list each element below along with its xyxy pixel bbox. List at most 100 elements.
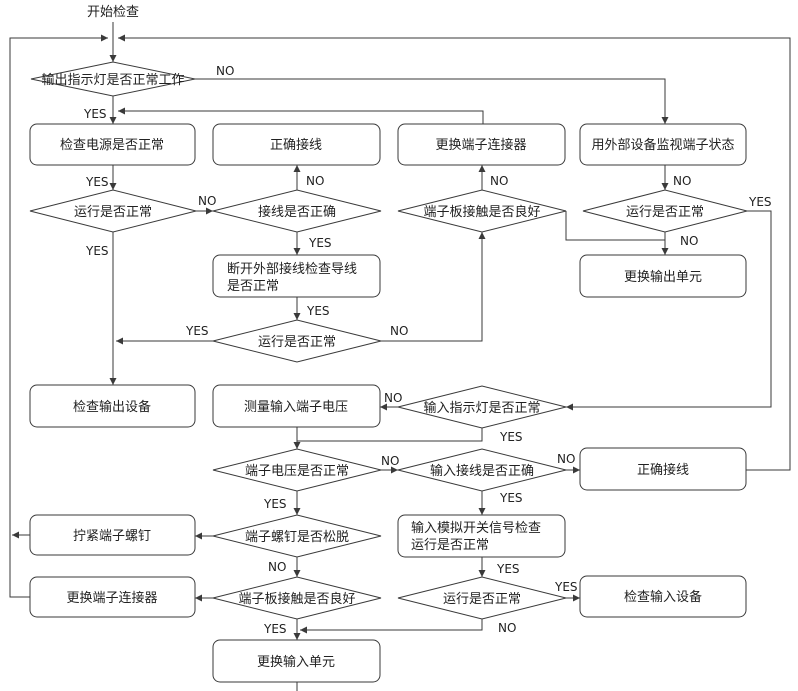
process-input-switch-signal-check: 输入模拟开关信号检查 运行是否正常 bbox=[397, 514, 566, 558]
connector-right-loop bbox=[118, 34, 791, 471]
process-label: 用外部设备监视端子状态 bbox=[591, 137, 734, 153]
process-label-line-1: 输入模拟开关信号检查 bbox=[411, 520, 541, 536]
connectors bbox=[9, 22, 791, 691]
process-box bbox=[29, 514, 196, 556]
edge-label-no: NO bbox=[268, 560, 286, 574]
edge-labels: NO YES YES NO NO YES NO NO YES NO YES YE… bbox=[83, 64, 772, 636]
process-box bbox=[579, 123, 747, 166]
decision-terminal-contact-bottom: 端子板接触是否良好 bbox=[212, 576, 382, 620]
decision-label: 运行是否正常 bbox=[626, 205, 704, 220]
process-replace-input-unit: 更换输入单元 bbox=[212, 639, 381, 683]
process-label: 检查电源是否正常 bbox=[60, 138, 164, 153]
edge-label-yes: YES bbox=[306, 304, 330, 318]
process-box bbox=[212, 384, 381, 428]
edge-label-yes: YES bbox=[85, 175, 109, 189]
process-monitor-terminal: 用外部设备监视端子状态 bbox=[579, 123, 747, 166]
edge-label-yes: YES bbox=[263, 622, 287, 636]
process-box bbox=[397, 514, 566, 558]
process-label: 更换端子连接器 bbox=[435, 137, 526, 153]
decision-terminal-voltage: 端子电压是否正常 bbox=[212, 448, 382, 492]
edge-label-no: NO bbox=[680, 234, 698, 248]
decision-label: 输出指示灯是否正常工作 bbox=[41, 72, 184, 88]
decision-label: 输入接线是否正确 bbox=[430, 463, 534, 479]
decision-output-indicator: 输出指示灯是否正常工作 bbox=[30, 61, 196, 97]
process-label: 正确接线 bbox=[270, 137, 322, 153]
process-replace-connector-bottom: 更换端子连接器 bbox=[29, 576, 196, 618]
process-replace-output-unit: 更换输出单元 bbox=[579, 254, 747, 298]
process-box bbox=[397, 123, 566, 166]
process-label-line-2: 是否正常 bbox=[227, 279, 279, 294]
process-label: 拧紧端子螺钉 bbox=[73, 529, 151, 544]
connector-run3-no bbox=[381, 232, 486, 342]
decision-shape bbox=[212, 576, 382, 620]
edge-label-yes: YES bbox=[496, 562, 520, 576]
decision-label: 接线是否正确 bbox=[258, 204, 336, 220]
process-box bbox=[29, 384, 196, 428]
process-correct-wiring-bottom: 正确接线 bbox=[579, 447, 747, 491]
decision-shape bbox=[212, 448, 382, 492]
edge-label-yes: YES bbox=[263, 497, 287, 511]
start-label: 开始检查 bbox=[87, 5, 139, 20]
connector-input-indicator-yes bbox=[297, 428, 483, 442]
decision-label: 输入指示灯是否正常 bbox=[423, 400, 540, 416]
decision-run-ok-3: 运行是否正常 bbox=[212, 319, 382, 363]
decision-label: 端子电压是否正常 bbox=[245, 464, 349, 479]
edge-label-yes: YES bbox=[83, 107, 107, 121]
edge-label-yes: YES bbox=[748, 195, 772, 209]
decision-shape bbox=[30, 61, 196, 97]
edge-label-no: NO bbox=[673, 174, 691, 188]
process-box bbox=[212, 123, 381, 166]
decision-shape bbox=[212, 189, 382, 233]
edge-label-no: NO bbox=[490, 174, 508, 188]
decision-shape bbox=[582, 189, 748, 233]
decision-wiring-correct: 接线是否正确 bbox=[212, 189, 382, 233]
process-label: 正确接线 bbox=[637, 462, 689, 478]
decision-shape bbox=[397, 189, 567, 233]
edge-label-yes: YES bbox=[85, 244, 109, 258]
process-tighten-terminal-screw: 拧紧端子螺钉 bbox=[29, 514, 196, 556]
decision-input-wiring: 输入接线是否正确 bbox=[397, 448, 567, 492]
decision-shape bbox=[397, 576, 567, 620]
process-replace-connector-top: 更换端子连接器 bbox=[397, 123, 566, 166]
decision-label: 端子板接触是否良好 bbox=[238, 591, 355, 607]
edge-label-no: NO bbox=[498, 621, 516, 635]
connector-d1-no bbox=[195, 78, 669, 124]
edge-label-no: NO bbox=[381, 454, 399, 468]
decision-shape bbox=[397, 448, 567, 492]
edge-label-yes: YES bbox=[554, 580, 578, 594]
edge-label-no: NO bbox=[198, 194, 216, 208]
connector-left-loop bbox=[9, 34, 108, 598]
decision-terminal-contact-top: 端子板接触是否良好 bbox=[397, 189, 567, 233]
edge-label-yes: YES bbox=[499, 430, 523, 444]
process-check-power: 检查电源是否正常 bbox=[29, 123, 196, 166]
decision-shape bbox=[397, 385, 567, 429]
process-check-input-device: 检查输入设备 bbox=[579, 575, 747, 618]
process-box bbox=[579, 575, 747, 618]
process-box bbox=[579, 254, 747, 298]
process-measure-input-voltage: 测量输入端子电压 bbox=[212, 384, 381, 428]
process-label-line-2: 运行是否正常 bbox=[411, 538, 489, 553]
connector-run4-no bbox=[300, 619, 483, 634]
process-box bbox=[29, 576, 196, 618]
edge-label-yes: YES bbox=[308, 236, 332, 250]
decision-terminal-screw-loose: 端子螺钉是否松脱 bbox=[212, 514, 382, 558]
process-disconnect-check-wires: 断开外部接线检查导线 是否正常 bbox=[212, 254, 381, 298]
edge-label-no: NO bbox=[390, 324, 408, 338]
decision-shape bbox=[212, 514, 382, 558]
process-label: 更换输入单元 bbox=[257, 654, 335, 670]
process-label-line-1: 断开外部接线检查导线 bbox=[227, 261, 357, 277]
decision-label: 运行是否正常 bbox=[443, 592, 521, 607]
edge-label-yes: YES bbox=[499, 491, 523, 505]
edge-label-no: NO bbox=[306, 174, 324, 188]
edge-label-no: NO bbox=[557, 452, 575, 466]
process-label: 检查输入设备 bbox=[624, 589, 702, 605]
process-box bbox=[29, 123, 196, 166]
process-box bbox=[212, 254, 381, 298]
connector-contact-top-yes bbox=[565, 211, 665, 241]
decision-run-ok-2: 运行是否正常 bbox=[582, 189, 748, 233]
process-check-output-device: 检查输出设备 bbox=[29, 384, 196, 428]
edge-label-no: NO bbox=[216, 64, 234, 78]
process-box bbox=[212, 639, 381, 683]
process-correct-wiring-top: 正确接线 bbox=[212, 123, 381, 166]
